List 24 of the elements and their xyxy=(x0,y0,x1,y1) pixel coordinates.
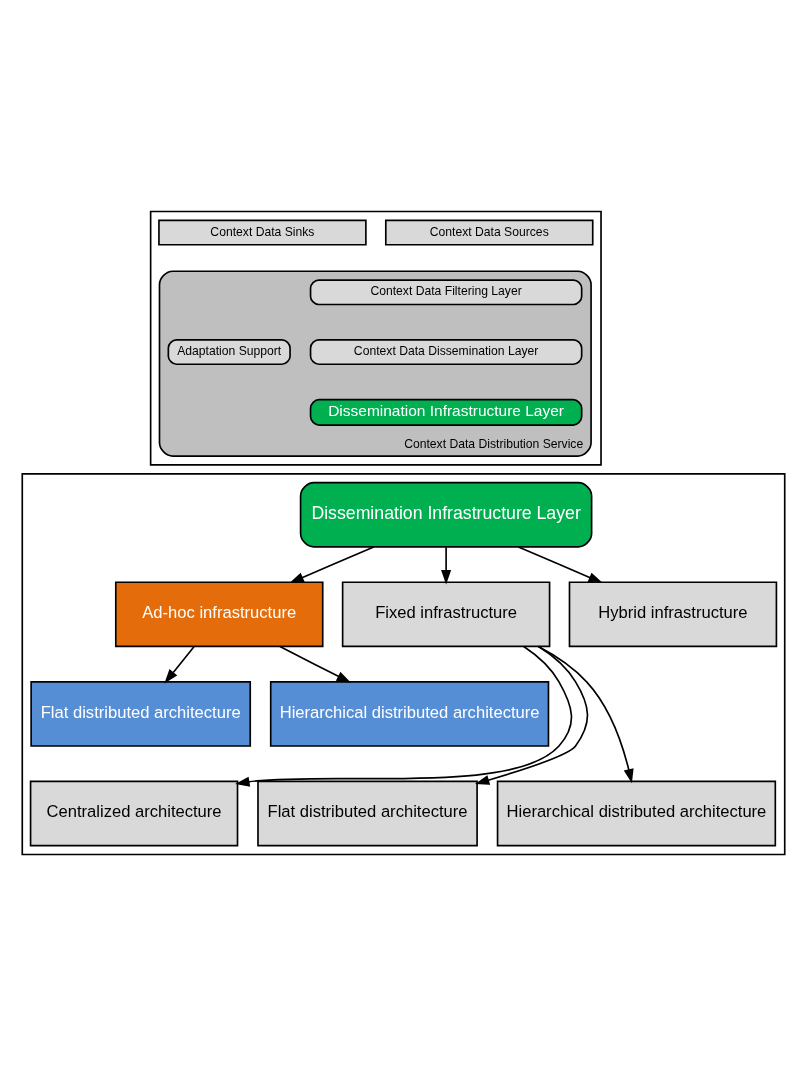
arrow xyxy=(440,546,451,585)
arrow xyxy=(234,645,572,787)
arrow xyxy=(517,546,603,584)
arrow xyxy=(288,546,375,584)
node-box: Flat distributed architecture xyxy=(256,780,478,847)
node-box: Context Data Sources xyxy=(384,219,594,246)
node-box: Ad-hoc infrastructure xyxy=(114,581,324,648)
node-box: Fixed infrastructure xyxy=(341,581,550,648)
node-box: Context Data Dissemination Layer xyxy=(309,339,582,366)
node-box: Dissemination Infrastructure Layer xyxy=(299,481,592,548)
node-box: Centralized architecture xyxy=(29,780,238,847)
node-box: Hierarchical distributed architecture xyxy=(496,780,776,847)
arrow xyxy=(537,645,634,784)
arrow xyxy=(163,645,195,684)
cluster xyxy=(149,210,602,466)
node-box: Context Data Sinks xyxy=(157,219,367,246)
node-box: Adaptation Support xyxy=(167,339,291,366)
arrow xyxy=(278,645,351,683)
node-box: Flat distributed architecture xyxy=(29,681,251,747)
node-box: Hybrid infrastructure xyxy=(568,581,777,648)
cluster xyxy=(20,472,786,856)
node-box: Context Data Filtering Layer xyxy=(309,279,582,306)
node-box: Hierarchical distributed architecture xyxy=(269,681,549,747)
node-box: Dissemination Infrastructure Layer xyxy=(309,398,582,426)
